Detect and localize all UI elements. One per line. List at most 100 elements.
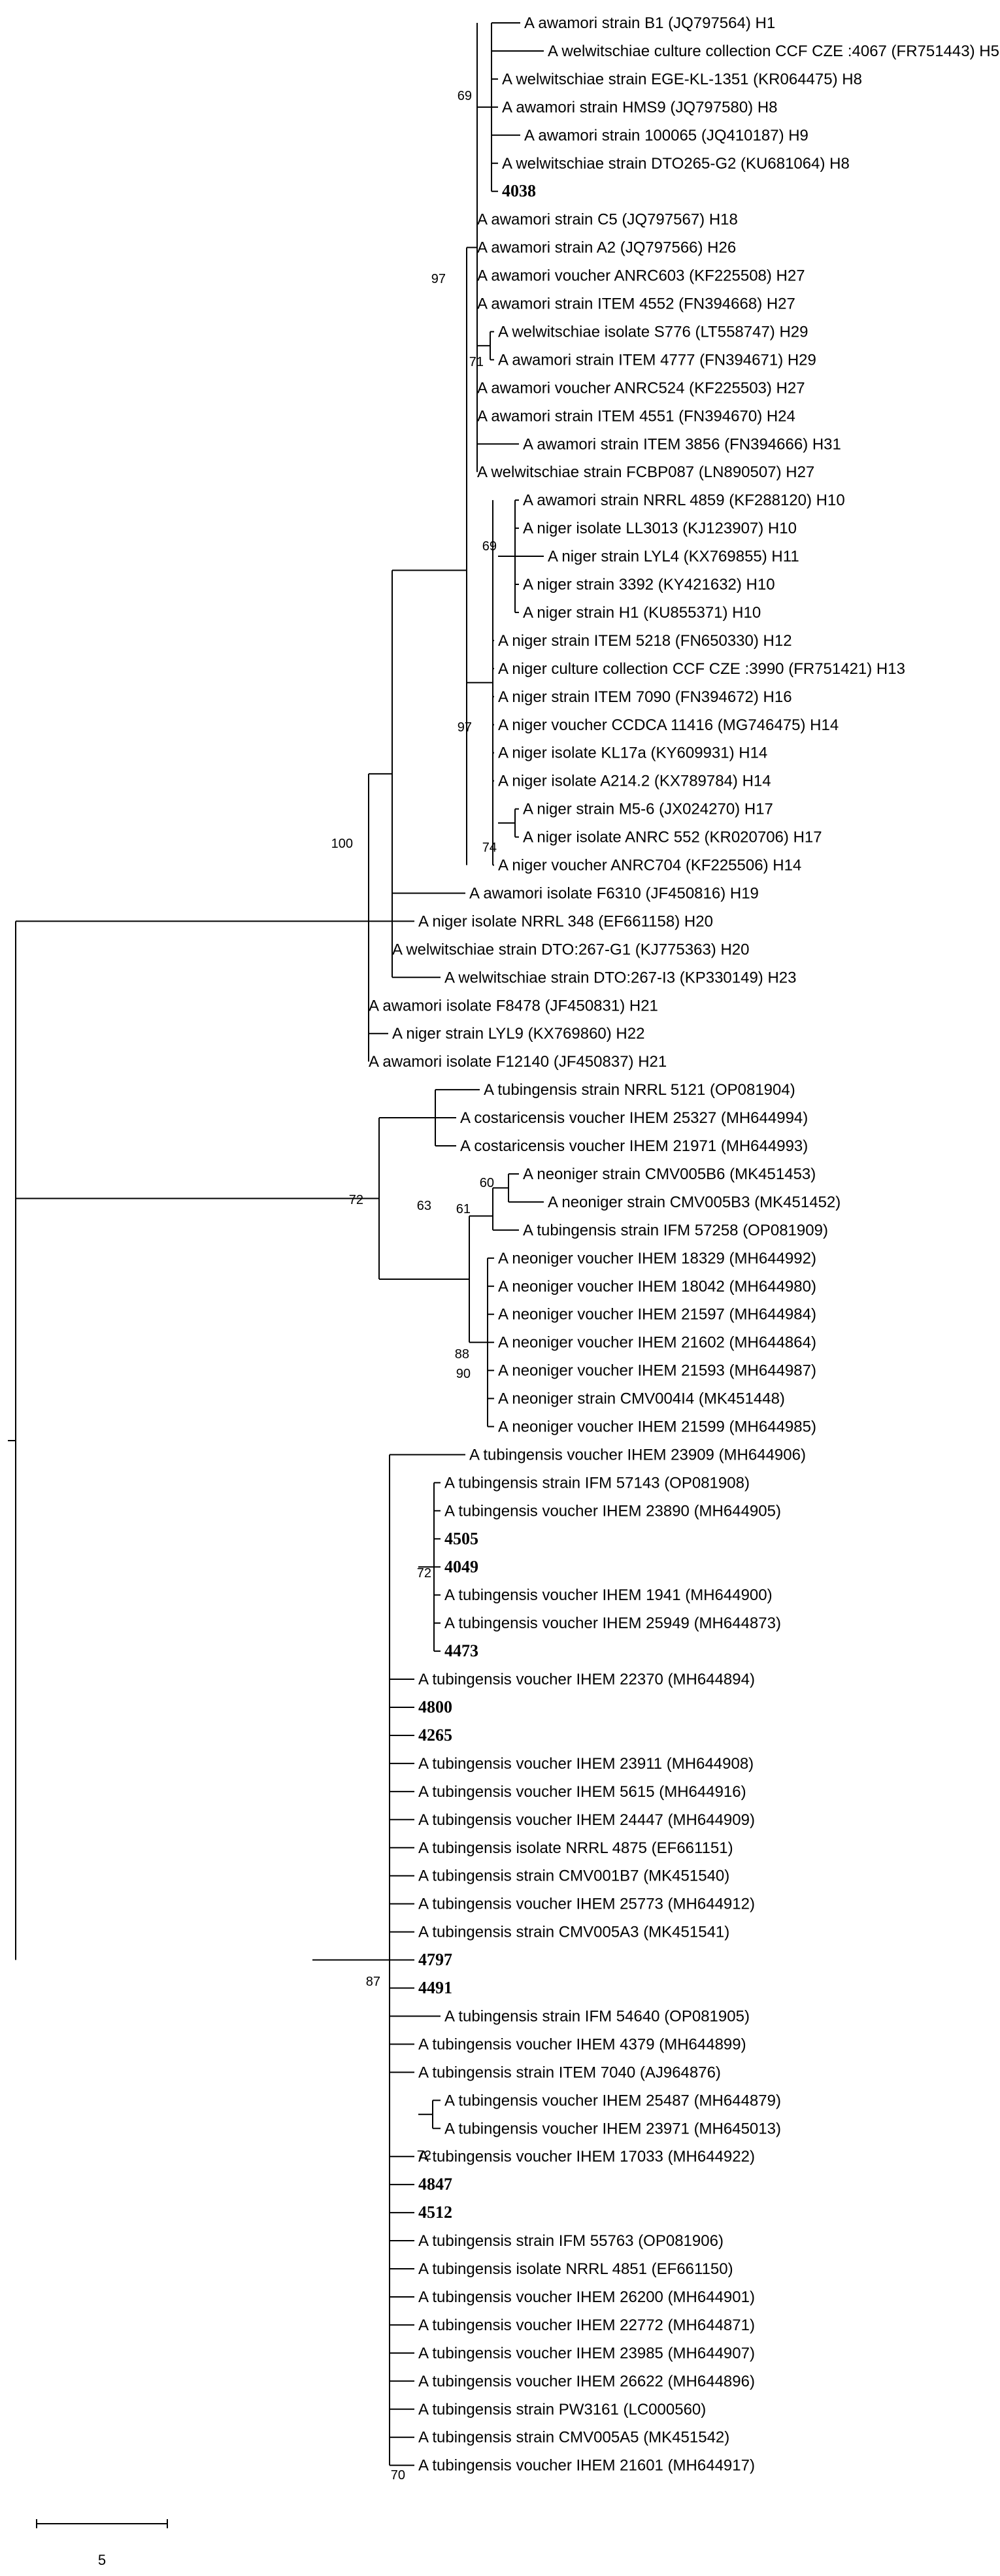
taxon-label: A niger strain 3392 (KY421632) H10 xyxy=(523,576,775,594)
taxon-label: A niger isolate KL17a (KY609931) H14 xyxy=(498,744,767,762)
bootstrap-value: 88 xyxy=(455,1347,469,1362)
scale-bar-label: 5 xyxy=(98,2552,106,2568)
taxon-label: A tubingensis voucher IHEM 25487 (MH6448… xyxy=(444,2092,781,2109)
bootstrap-value: 69 xyxy=(458,89,472,103)
isolate-label: 4491 xyxy=(418,1979,452,1998)
taxon-label: A niger isolate ANRC 552 (KR020706) H17 xyxy=(523,829,822,846)
isolate-label: 4797 xyxy=(418,1950,452,1969)
bootstrap-value: 72 xyxy=(417,1566,431,1581)
bootstrap-value: 97 xyxy=(431,272,446,286)
taxon-label: A welwitschiae isolate S776 (LT558747) H… xyxy=(498,323,808,341)
taxon-label: A awamori strain ITEM 4552 (FN394668) H2… xyxy=(477,295,795,313)
taxon-label: A neoniger voucher IHEM 21599 (MH644985) xyxy=(498,1418,816,1436)
taxon-label: A tubingensis voucher IHEM 4379 (MH64489… xyxy=(418,2035,746,2053)
taxon-label: A awamori isolate F6310 (JF450816) H19 xyxy=(469,884,759,902)
taxon-label: A niger isolate A214.2 (KX789784) H14 xyxy=(498,773,771,790)
taxon-label: A tubingensis voucher IHEM 23911 (MH6449… xyxy=(418,1755,754,1773)
isolate-label: 4505 xyxy=(444,1529,478,1548)
taxon-label: A welwitschiae strain DTO265-G2 (KU68106… xyxy=(502,155,850,173)
bootstrap-value: 74 xyxy=(482,841,497,855)
taxon-label: A niger strain H1 (KU855371) H10 xyxy=(523,604,761,622)
taxon-label: A tubingensis voucher IHEM 26200 (MH6449… xyxy=(418,2288,755,2306)
taxon-label: A awamori voucher ANRC524 (KF225503) H27 xyxy=(477,379,805,397)
taxon-label: A niger voucher CCDCA 11416 (MG746475) H… xyxy=(498,716,839,734)
taxon-label: A tubingensis voucher IHEM 23890 (MH6449… xyxy=(444,1502,781,1520)
taxon-label: A awamori isolate F8478 (JF450831) H21 xyxy=(369,997,658,1014)
taxon-label: A neoniger voucher IHEM 18042 (MH644980) xyxy=(498,1278,816,1296)
taxon-label: A tubingensis voucher IHEM 1941 (MH64490… xyxy=(444,1586,773,1604)
taxon-label: A niger culture collection CCF CZE :3990… xyxy=(498,660,905,678)
bootstrap-value: 71 xyxy=(469,355,484,369)
taxon-label: A tubingensis strain PW3161 (LC000560) xyxy=(418,2401,706,2418)
taxon-label: A tubingensis strain CMV001B7 (MK451540) xyxy=(418,1867,729,1885)
taxon-label: A tubingensis voucher IHEM 26622 (MH6448… xyxy=(418,2373,755,2390)
taxon-label: A tubingensis strain IFM 57258 (OP081909… xyxy=(523,1222,828,1239)
taxon-label: A welwitschiae strain DTO:267-G1 (KJ7753… xyxy=(392,941,749,958)
taxon-label: A tubingensis isolate NRRL 4875 (EF66115… xyxy=(418,1839,733,1857)
taxon-label: A tubingensis strain NRRL 5121 (OP081904… xyxy=(484,1081,795,1099)
taxon-label: A tubingensis voucher IHEM 24447 (MH6449… xyxy=(418,1811,755,1829)
bootstrap-value: 87 xyxy=(366,1975,380,1989)
taxon-label: A neoniger strain CMV005B6 (MK451453) xyxy=(523,1165,816,1183)
taxon-label: A tubingensis voucher IHEM 23985 (MH6449… xyxy=(418,2345,755,2362)
taxon-label: A awamori strain ITEM 3856 (FN394666) H3… xyxy=(523,435,841,453)
taxon-label: A tubingensis strain CMV005A5 (MK451542) xyxy=(418,2429,729,2447)
taxon-label: A tubingensis strain IFM 55763 (OP081906… xyxy=(418,2232,724,2250)
taxon-label: A tubingensis voucher IHEM 22772 (MH6448… xyxy=(418,2317,755,2334)
taxon-label: A awamori strain HMS9 (JQ797580) H8 xyxy=(502,99,778,116)
taxon-label: A niger strain ITEM 7090 (FN394672) H16 xyxy=(498,688,792,706)
taxon-label: A neoniger strain CMV005B3 (MK451452) xyxy=(548,1194,841,1211)
taxon-label: A neoniger voucher IHEM 21602 (MH644864) xyxy=(498,1334,816,1352)
taxon-label: A niger strain LYL9 (KX769860) H22 xyxy=(392,1025,644,1043)
bootstrap-value: 72 xyxy=(349,1193,363,1207)
taxon-label: A tubingensis strain IFM 54640 (OP081905… xyxy=(444,2007,750,2025)
taxon-label: A tubingensis voucher IHEM 22370 (MH6448… xyxy=(418,1671,755,1688)
taxon-label: A awamori strain A2 (JQ797566) H26 xyxy=(477,239,736,257)
taxon-label: A niger isolate LL3013 (KJ123907) H10 xyxy=(523,520,797,537)
taxon-label: A welwitschiae strain FCBP087 (LN890507)… xyxy=(477,463,814,481)
taxon-label: A neoniger voucher IHEM 21593 (MH644987) xyxy=(498,1362,816,1380)
taxon-label: A niger strain M5-6 (JX024270) H17 xyxy=(523,801,773,818)
taxon-label: A niger strain ITEM 5218 (FN650330) H12 xyxy=(498,632,792,650)
bootstrap-value: 90 xyxy=(456,1367,471,1381)
taxon-label: A awamori strain 100065 (JQ410187) H9 xyxy=(524,127,808,144)
taxon-label: A awamori strain C5 (JQ797567) H18 xyxy=(477,211,738,229)
taxon-label: A tubingensis voucher IHEM 21601 (MH6449… xyxy=(418,2457,755,2475)
bootstrap-value: 97 xyxy=(458,720,472,735)
taxon-label: A tubingensis strain ITEM 7040 (AJ964876… xyxy=(418,2064,721,2081)
tree-branches xyxy=(8,22,544,2466)
bootstrap-value: 70 xyxy=(391,2468,405,2483)
bootstrap-value: 69 xyxy=(482,539,497,554)
taxon-label: A tubingensis voucher IHEM 23971 (MH6450… xyxy=(444,2120,781,2137)
isolate-label: 4512 xyxy=(418,2203,452,2222)
taxon-label: A awamori strain NRRL 4859 (KF288120) H1… xyxy=(523,492,845,509)
taxon-label: A niger strain LYL4 (KX769855) H11 xyxy=(548,548,799,565)
taxon-label: A neoniger strain CMV004I4 (MK451448) xyxy=(498,1390,785,1408)
isolate-label: 4049 xyxy=(444,1557,478,1576)
bootstrap-value: 60 xyxy=(480,1176,494,1190)
taxon-label: A tubingensis voucher IHEM 17033 (MH6449… xyxy=(418,2148,755,2166)
isolate-label: 4847 xyxy=(418,2175,452,2194)
isolate-label: 4038 xyxy=(502,182,536,201)
isolate-label: 4265 xyxy=(418,1726,452,1745)
taxon-label: A tubingensis strain CMV005A3 (MK451541) xyxy=(418,1924,729,1941)
bootstrap-value: 63 xyxy=(417,1199,431,1213)
scale-bar: 5 xyxy=(36,2519,168,2568)
taxon-label: A welwitschiae strain EGE-KL-1351 (KR064… xyxy=(502,71,862,88)
taxon-label: A awamori strain ITEM 4551 (FN394670) H2… xyxy=(477,407,795,425)
taxon-label: A welwitschiae culture collection CCF CZ… xyxy=(548,42,999,60)
taxon-label: A neoniger voucher IHEM 21597 (MH644984) xyxy=(498,1306,816,1324)
taxon-label: A niger isolate NRRL 348 (EF661158) H20 xyxy=(418,912,713,930)
bootstrap-value: 61 xyxy=(456,1202,471,1216)
taxon-label: A tubingensis strain IFM 57143 (OP081908… xyxy=(444,1474,750,1492)
bootstrap-value: 100 xyxy=(331,837,353,851)
taxon-label: A tubingensis voucher IHEM 23909 (MH6449… xyxy=(469,1446,806,1464)
taxon-label: A costaricensis voucher IHEM 21971 (MH64… xyxy=(460,1137,808,1155)
taxon-label: A niger voucher ANRC704 (KF225506) H14 xyxy=(498,857,801,875)
taxon-label: A awamori voucher ANRC603 (KF225508) H27 xyxy=(477,267,805,285)
isolate-label: 4800 xyxy=(418,1698,452,1716)
isolate-label: 4473 xyxy=(444,1641,478,1660)
taxon-label: A tubingensis voucher IHEM 25949 (MH6448… xyxy=(444,1614,781,1632)
